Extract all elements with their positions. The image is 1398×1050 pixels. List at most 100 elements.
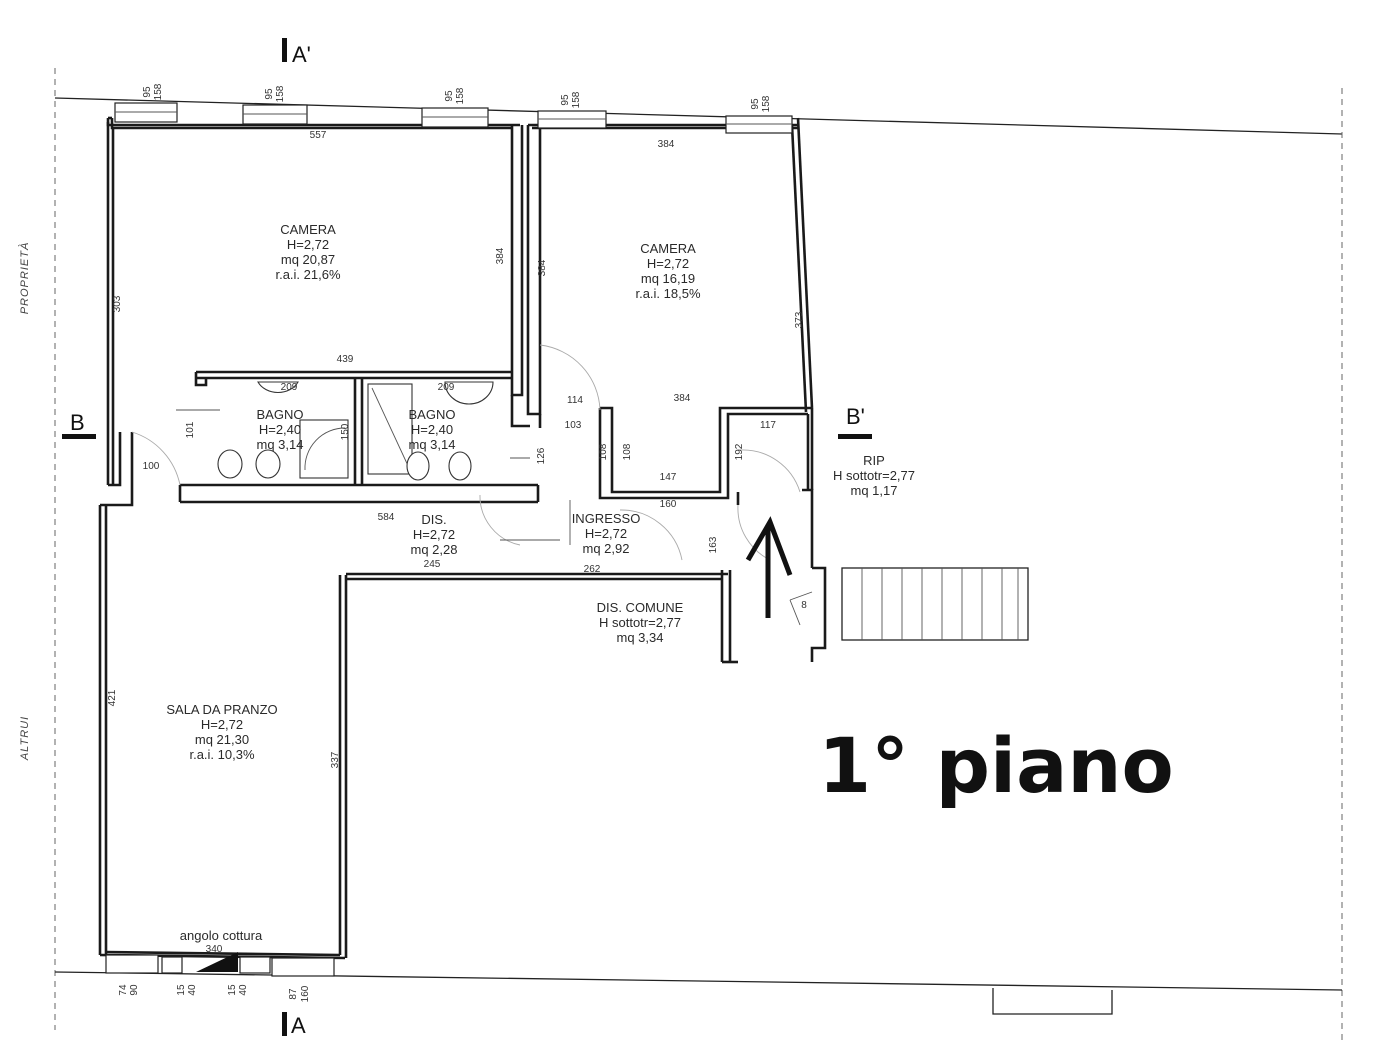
dim-584: 584 <box>378 512 395 523</box>
room-area: mq 3,14 <box>257 437 304 452</box>
dim-337: 337 <box>330 751 341 768</box>
dim-108-a: 108 <box>598 443 609 460</box>
dim-421: 421 <box>107 689 118 706</box>
room-height: H sottotr=2,77 <box>599 615 681 630</box>
section-mark-a-bottom: A <box>282 1012 306 1038</box>
room-dis: DIS. H=2,72 mq 2,28 <box>411 512 458 557</box>
entry-arrow-icon <box>745 516 793 618</box>
dim-window-5b: 158 <box>761 95 772 112</box>
room-name: SALA DA PRANZO <box>166 702 277 717</box>
section-mark-b-right: B' <box>838 404 872 439</box>
dim-209-a: 209 <box>281 382 298 393</box>
dim-101: 101 <box>185 421 196 438</box>
dim-bottom-1a: 74 <box>118 984 129 996</box>
dim-150: 150 <box>340 423 351 440</box>
dim-209-b: 209 <box>438 382 455 393</box>
dim-window-5a: 95 <box>750 98 761 110</box>
room-ingresso: INGRESSO H=2,72 mq 2,92 <box>572 511 641 556</box>
room-rai: r.a.i. 21,6% <box>275 267 340 282</box>
dim-384-top: 384 <box>658 139 675 150</box>
room-camera-1: CAMERA H=2,72 mq 20,87 r.a.i. 21,6% <box>275 222 340 282</box>
room-name: BAGNO <box>409 407 456 422</box>
dim-303: 303 <box>112 295 123 312</box>
dim-147: 147 <box>660 472 677 483</box>
dim-163: 163 <box>708 536 719 553</box>
dim-bottom-4b: 160 <box>300 985 311 1002</box>
dim-373: 373 <box>794 311 805 328</box>
property-boundary <box>54 68 1343 1040</box>
staircase <box>841 567 1029 641</box>
dim-557: 557 <box>310 130 327 141</box>
dim-window-4a: 95 <box>560 94 571 106</box>
room-name: INGRESSO <box>572 511 641 526</box>
room-dis-comune: DIS. COMUNE H sottotr=2,77 mq 3,34 <box>597 600 684 645</box>
section-label-b-right: B' <box>846 404 865 429</box>
dim-bottom-3a: 15 <box>227 984 238 996</box>
room-height: H=2,40 <box>411 422 453 437</box>
dim-100: 100 <box>143 461 160 472</box>
room-bagno-1: BAGNO H=2,40 mq 3,14 <box>257 407 304 452</box>
room-area: mq 3,34 <box>617 630 664 645</box>
dim-8: 8 <box>801 600 807 611</box>
dim-439: 439 <box>337 354 354 365</box>
room-camera-2: CAMERA H=2,72 mq 16,19 r.a.i. 18,5% <box>635 241 700 301</box>
room-area: mq 21,30 <box>195 732 249 747</box>
dim-192: 192 <box>734 443 745 460</box>
room-height: H=2,40 <box>259 422 301 437</box>
room-area: mq 20,87 <box>281 252 335 267</box>
dimension-labels: 557 384 384 384 384 373 303 439 209 209 … <box>107 83 807 1002</box>
bathroom-fixtures <box>217 381 494 481</box>
dim-103: 103 <box>565 420 582 431</box>
side-label-top: PROPRIETÀ <box>18 242 31 315</box>
room-area: mq 1,17 <box>851 483 898 498</box>
dim-bottom-2b: 40 <box>187 984 198 996</box>
section-mark-b-left: B <box>62 410 96 439</box>
windows <box>105 102 793 977</box>
dim-160: 160 <box>660 499 677 510</box>
dim-bottom-3b: 40 <box>238 984 249 996</box>
dim-window-4b: 158 <box>571 91 582 108</box>
room-height: H=2,72 <box>585 526 627 541</box>
section-label-a-top: A' <box>292 42 311 67</box>
section-mark-a-top: A' <box>282 38 311 67</box>
dim-245: 245 <box>424 559 441 570</box>
room-area: mq 3,14 <box>409 437 456 452</box>
room-rai: r.a.i. 18,5% <box>635 286 700 301</box>
room-height: H=2,72 <box>287 237 329 252</box>
floor-label: 1° piano <box>818 721 1173 810</box>
room-height: H=2,72 <box>413 527 455 542</box>
dim-340: 340 <box>206 944 223 955</box>
dim-262: 262 <box>584 564 601 575</box>
section-label-a-bottom: A <box>291 1013 306 1038</box>
dim-117: 117 <box>760 420 776 431</box>
dim-bottom-4a: 87 <box>288 988 299 1000</box>
dim-bottom-1b: 90 <box>129 984 140 996</box>
room-height: H=2,72 <box>201 717 243 732</box>
dim-108-b: 108 <box>622 443 633 460</box>
room-bagno-2: BAGNO H=2,40 mq 3,14 <box>409 407 456 452</box>
room-name: BAGNO <box>257 407 304 422</box>
room-area: mq 16,19 <box>641 271 695 286</box>
dim-384-v2: 384 <box>537 259 548 276</box>
room-sala-da-pranzo: SALA DA PRANZO H=2,72 mq 21,30 r.a.i. 10… <box>166 702 277 762</box>
dim-window-2b: 158 <box>275 85 286 102</box>
room-area: mq 2,28 <box>411 542 458 557</box>
room-name: RIP <box>863 453 885 468</box>
dim-384-bottom: 384 <box>674 393 691 404</box>
dim-114: 114 <box>567 395 583 406</box>
room-name: DIS. COMUNE <box>597 600 684 615</box>
room-rai: r.a.i. 10,3% <box>189 747 254 762</box>
dim-bottom-2a: 15 <box>176 984 187 996</box>
dim-window-2a: 95 <box>264 88 275 100</box>
dim-384-v1: 384 <box>495 247 506 264</box>
room-area: mq 2,92 <box>583 541 630 556</box>
dim-126: 126 <box>536 447 547 464</box>
dim-window-1b: 158 <box>153 83 164 100</box>
side-label-bottom: ALTRUI <box>19 716 31 761</box>
room-angolo-cottura: angolo cottura <box>180 928 263 943</box>
section-label-b-left: B <box>70 410 85 435</box>
dim-window-3a: 95 <box>444 90 455 102</box>
room-name: CAMERA <box>280 222 336 237</box>
dim-window-3b: 158 <box>455 87 466 104</box>
